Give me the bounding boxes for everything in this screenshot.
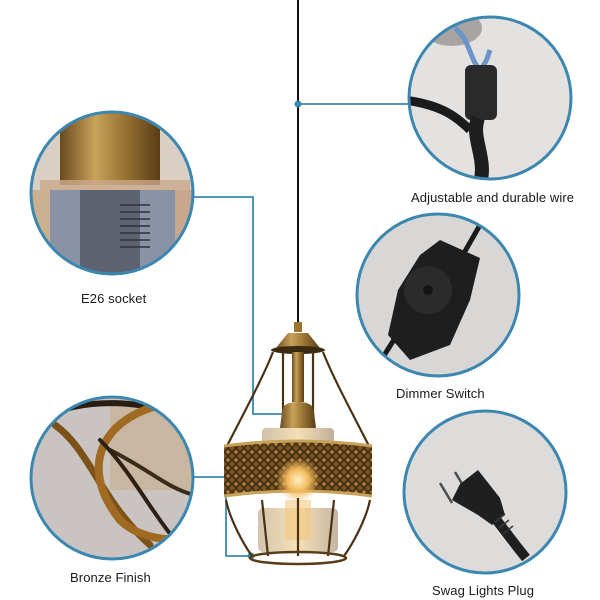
pendant-lamp (223, 322, 373, 566)
callout-label-socket: E26 socket (81, 291, 147, 306)
callout-label-dimmer: Dimmer Switch (396, 386, 485, 401)
callout-connectors (193, 103, 410, 557)
callout-label-wire: Adjustable and durable wire (411, 190, 575, 205)
callout-plug-image (402, 409, 568, 575)
callout-bronze-image (29, 395, 195, 561)
callout-dimmer-image (355, 212, 521, 378)
callout-wire-image (407, 15, 573, 181)
callout-label-plug: Swag Lights Plug (432, 583, 535, 598)
callout-label-bronze: Bronze Finish (70, 570, 151, 585)
callout-socket-image (29, 110, 195, 276)
